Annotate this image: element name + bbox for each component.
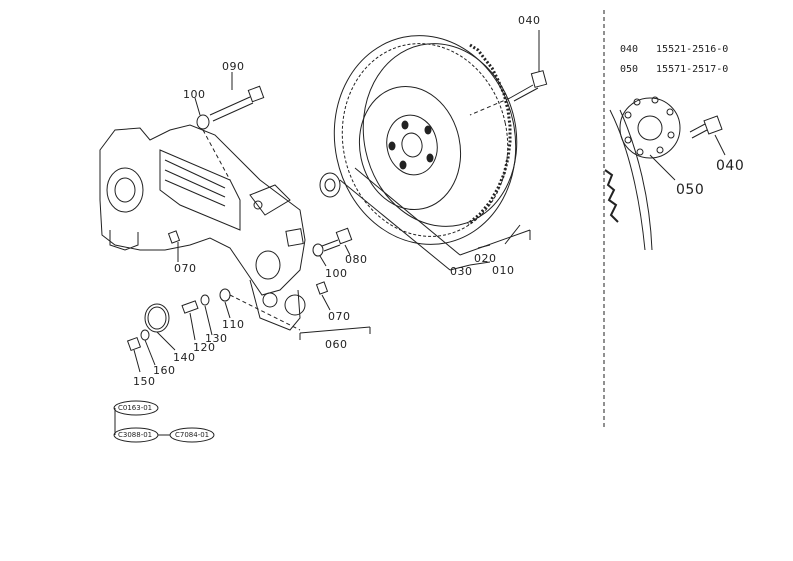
dowel-pins-070 (169, 231, 330, 310)
flywheel (315, 19, 535, 262)
part-list-no: 040 (620, 44, 639, 55)
callout-100-right: 100 (325, 267, 348, 280)
callout-070-left: 070 (174, 262, 197, 275)
part-list-number: 15571-2517-0 (656, 64, 729, 75)
callout-100-top: 100 (183, 88, 206, 101)
callout-140: 140 (173, 351, 196, 364)
part-list-row: 050 15571-2517-0 (620, 60, 728, 80)
bolt-040 (470, 30, 547, 115)
callout-030: 030 (450, 265, 473, 278)
callout-060: 060 (325, 338, 348, 351)
callout-040: 040 (518, 14, 541, 27)
inset-callout-050: 050 (676, 182, 705, 198)
part-list-number: 15521-2516-0 (656, 44, 729, 55)
callout-110: 110 (222, 318, 245, 331)
callout-150: 150 (133, 375, 156, 388)
part-list-no: 050 (620, 64, 639, 75)
part-list-row: 040 15521-2516-0 (620, 40, 728, 60)
callout-070-right: 070 (328, 310, 351, 323)
reference-code: C3088-01 (118, 431, 153, 439)
callout-120: 120 (193, 341, 216, 354)
callout-090: 090 (222, 60, 245, 73)
inset-callout-040: 040 (716, 158, 745, 174)
bolt-080 (313, 228, 352, 266)
callout-160: 160 (153, 364, 176, 377)
flywheel-leaders (320, 168, 530, 270)
reference-marks (114, 401, 214, 442)
callout-130: 130 (205, 332, 228, 345)
part-number-list: 040 15521-2516-0 050 15571-2517-0 (620, 40, 728, 80)
front-small-parts (128, 289, 300, 372)
callout-080: 080 (345, 253, 368, 266)
callout-020: 020 (474, 252, 497, 265)
bracket-060-leader (300, 327, 370, 340)
gear-case (100, 125, 305, 330)
reference-code: C0163-01 (118, 404, 153, 412)
reference-code: C7084-01 (175, 431, 210, 439)
callout-010: 010 (492, 264, 515, 277)
bolt-090 (195, 72, 264, 180)
inset-flywheel (605, 97, 725, 250)
